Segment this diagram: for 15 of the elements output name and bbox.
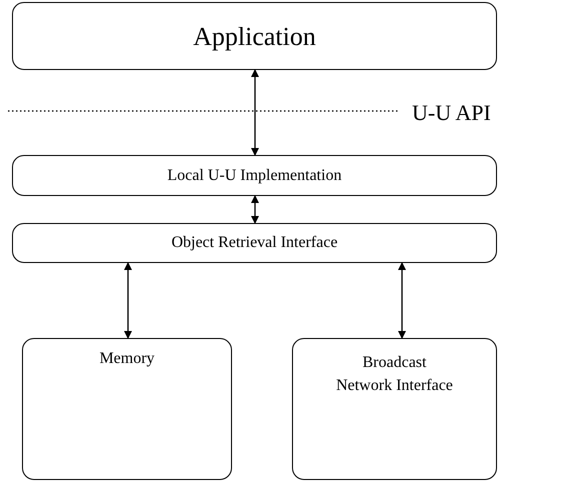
rounded-box: [12, 2, 497, 70]
box-label: Application: [193, 20, 316, 52]
double-arrow: [251, 69, 259, 156]
box-label: Object Retrieval Interface: [171, 233, 338, 253]
box-label: Local U-U Implementation: [167, 166, 342, 186]
double-arrow: [124, 262, 132, 339]
rounded-box: [12, 155, 497, 196]
box-label: Memory: [99, 349, 155, 369]
rounded-box: [22, 338, 232, 480]
double-arrow: [398, 262, 406, 339]
double-arrow: [251, 195, 259, 224]
rounded-box: [12, 223, 497, 263]
rounded-box: [292, 338, 497, 480]
api-label: U-U API: [412, 99, 491, 127]
box-label: Broadcast Network Interface: [335, 353, 454, 396]
